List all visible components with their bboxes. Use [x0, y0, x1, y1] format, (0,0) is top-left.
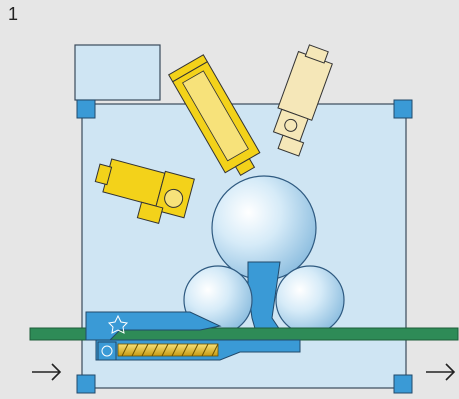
- lower-right-roll: [275, 265, 345, 335]
- screw-thread: [171, 343, 179, 357]
- screw-motor-icon: [101, 345, 113, 357]
- screw-thread: [121, 343, 129, 357]
- screw-thread: [151, 343, 159, 357]
- screw-thread: [131, 343, 139, 357]
- top-housing: [74, 44, 161, 101]
- yellow-sensor-left: [94, 158, 195, 224]
- screw-thread: [191, 343, 199, 357]
- corner-block-top-right: [393, 99, 413, 119]
- corner-block-bottom-left: [76, 374, 96, 394]
- lead-screw: [117, 343, 219, 357]
- arrow-right-icon: [32, 363, 62, 381]
- cream-sensor-assembly: [272, 44, 333, 157]
- star-marker-icon: [107, 314, 129, 334]
- corner-block-bottom-right: [393, 374, 413, 394]
- screw-thread: [141, 343, 149, 357]
- yellow-tilted-actuator: [167, 54, 261, 176]
- arrow-right-icon: [426, 363, 456, 381]
- screw-motor-block: [97, 341, 117, 361]
- screw-thread: [181, 343, 189, 357]
- corner-block-top-left: [76, 99, 96, 119]
- screw-thread: [211, 343, 219, 357]
- screw-thread: [161, 343, 169, 357]
- figure-number: 1: [8, 4, 19, 24]
- screw-thread: [201, 343, 209, 357]
